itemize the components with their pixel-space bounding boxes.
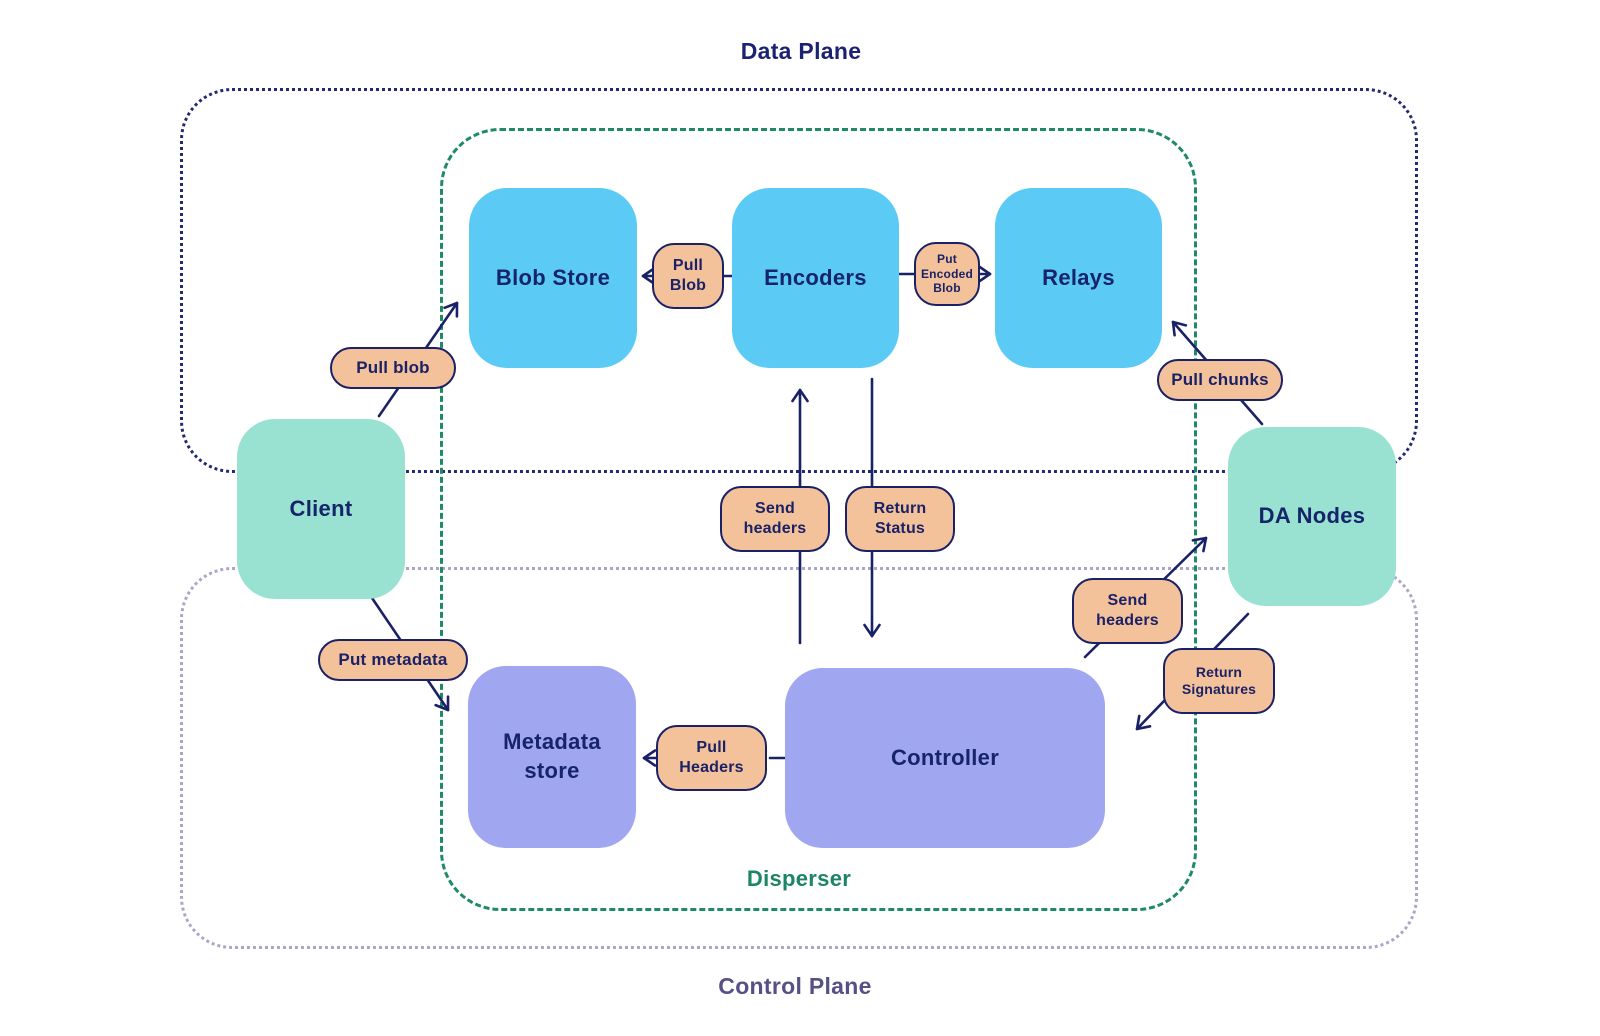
node-relays: Relays [995, 188, 1162, 368]
node-controller-label: Controller [890, 744, 1000, 770]
node-relays-label: Relays [1042, 264, 1115, 290]
disperser-label: Disperser [746, 866, 852, 891]
edge-label-pull-headers: Pull Headers [656, 725, 767, 791]
data-plane-label: Data Plane [740, 38, 862, 64]
node-da-nodes-label: DA Nodes [1258, 503, 1366, 529]
node-blob-store: Blob Store [469, 188, 637, 368]
disperser-boundary [440, 128, 1197, 911]
edge-label-pull-chunks: Pull chunks [1157, 359, 1283, 401]
node-blob-store-label: Blob Store [495, 264, 611, 290]
node-controller: Controller [785, 668, 1105, 848]
node-client-label: Client [289, 495, 353, 521]
control-plane-label: Control Plane [718, 973, 872, 999]
edge-label-put-encoded-blob: Put Encoded Blob [914, 242, 980, 306]
node-metadata-store: Metadata store [468, 666, 636, 848]
edge-label-put-metadata: Put metadata [318, 639, 468, 681]
edge-label-pull-blob-small: Pull Blob [652, 243, 724, 309]
node-encoders: Encoders [732, 188, 899, 368]
node-da-nodes: DA Nodes [1228, 427, 1396, 606]
edge-label-send-headers-right: Send headers [1072, 578, 1183, 644]
node-metadata-store-label-line2: store [524, 758, 580, 783]
edge-label-return-status: Return Status [845, 486, 955, 552]
node-encoders-label: Encoders [764, 264, 867, 290]
node-metadata-store-label-line1: Metadata [503, 729, 601, 755]
edge-label-return-signatures: Return Signatures [1163, 648, 1275, 714]
node-client: Client [237, 419, 405, 599]
edge-label-send-headers-center: Send headers [720, 486, 830, 552]
edge-label-pull-blob: Pull blob [330, 347, 456, 389]
